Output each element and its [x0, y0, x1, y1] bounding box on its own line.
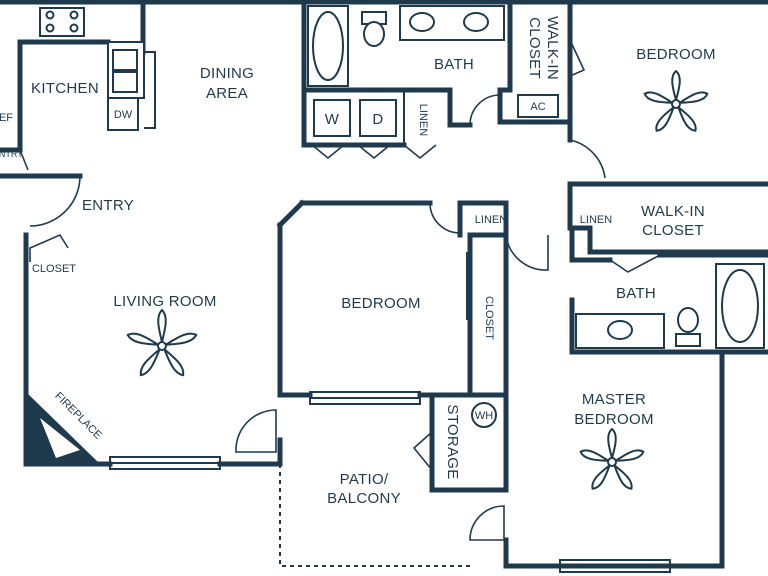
label-bath-top: BATH [434, 56, 474, 73]
label-living-room: LIVING ROOM [113, 293, 216, 310]
label-bedroom-center: BEDROOM [341, 295, 421, 312]
ceiling-fan-icon [579, 427, 645, 490]
label-dining-1: DINING [200, 65, 254, 82]
label-dryer: D [372, 111, 383, 128]
room-labels: KITCHEN DINING AREA BATH WALK-IN CLOSET … [31, 16, 716, 507]
label-patio-1: PATIO/ [340, 471, 389, 488]
label-kitchen: KITCHEN [31, 80, 99, 97]
label-closet-left: CLOSET [32, 263, 76, 275]
windows [109, 252, 671, 573]
label-walk-in-right-2: CLOSET [642, 222, 704, 239]
ceiling-fan-icon [643, 69, 709, 132]
label-linen-right: LINEN [580, 214, 612, 226]
fixture-labels: W D LINEN DW AC WH EF ANTRY [0, 101, 546, 422]
fireplace-block [26, 392, 100, 464]
label-master-2: BEDROOM [574, 411, 654, 428]
ceiling-fan-icon [126, 308, 198, 377]
label-ac: AC [530, 101, 545, 113]
label-pantry: ANTRY [0, 149, 23, 159]
label-linen-top: LINEN [417, 104, 429, 136]
label-refrigerator: EF [0, 112, 13, 124]
label-entry: ENTRY [82, 197, 134, 214]
fixtures [26, 5, 765, 464]
label-closet-center: CLOSET [483, 296, 495, 340]
label-bedroom-top-right: BEDROOM [636, 46, 716, 63]
label-storage: STORAGE [444, 404, 461, 479]
label-walk-in-top-2: CLOSET [526, 17, 543, 79]
label-water-heater: WH [475, 410, 493, 422]
label-linen-center: LINEN [475, 214, 507, 226]
label-patio-2: BALCONY [327, 490, 401, 507]
label-dining-2: AREA [206, 85, 248, 102]
label-walk-in-right-1: WALK-IN [641, 203, 705, 220]
label-washer: W [325, 111, 340, 128]
label-bath-right: BATH [616, 285, 656, 302]
doors [0, 39, 661, 541]
label-master-1: MASTER [582, 391, 646, 408]
label-walk-in-top-1: WALK-IN [544, 16, 561, 80]
label-dishwasher: DW [114, 109, 133, 121]
patio-boundary [279, 464, 470, 567]
